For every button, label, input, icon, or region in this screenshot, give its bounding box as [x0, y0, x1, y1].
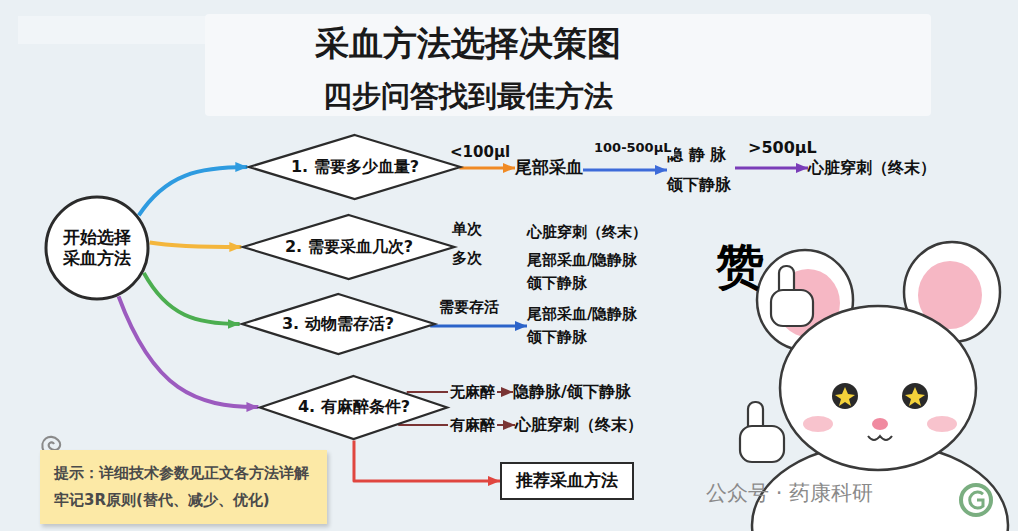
circle-outline: [46, 197, 148, 299]
watermark-logo: [961, 485, 991, 515]
connector: [430, 325, 527, 328]
eye-star: [905, 387, 925, 406]
eye-star: [835, 387, 855, 406]
option-label: 多次: [452, 249, 482, 268]
mouse-mouth: [868, 436, 892, 440]
node-text: 开始选择 采血方法: [61, 227, 133, 270]
connector: [354, 441, 500, 482]
node-text: 4. 有麻醉条件?: [298, 397, 410, 417]
decision-diamond: 2. 需要采血几次?: [241, 213, 456, 281]
method-text: 隐 静 脉 颌下静脉: [667, 140, 735, 200]
diamond-outline: [249, 135, 460, 199]
node-text: 1. 需要多少血量?: [291, 157, 419, 177]
tip-note: 提示：详细技术参数见正文各方法详解 牢记3R原则(替代、减少、优化): [40, 450, 327, 524]
fist: [771, 290, 813, 326]
node-text: 2. 需要采血几次?: [285, 237, 413, 257]
method-text: 尾部采血: [515, 157, 583, 178]
connector: [150, 242, 242, 247]
node-text: 隐 静 脉 颌下静脉: [667, 140, 735, 200]
diamond-outline: [242, 294, 435, 354]
connector: [139, 167, 248, 215]
praise-mark: 赞: [716, 236, 764, 296]
logo-mark: [970, 492, 983, 508]
fist: [740, 426, 784, 462]
edge-label: 有麻醉: [448, 416, 497, 435]
option-label: 心脏穿刺（终末）: [527, 223, 647, 242]
edge-label: <100μl: [448, 143, 512, 162]
edge-label: 100-500μL: [592, 140, 674, 156]
node-text: 提示：详细技术参数见正文各方法详解 牢记3R原则(替代、减少、优化): [54, 460, 313, 514]
node-text: 隐静脉/颌下静脉: [513, 382, 631, 402]
method-text: 心脏穿刺（终末）: [515, 415, 643, 435]
mouse-cheek: [927, 416, 957, 432]
start-circle: 开始选择 采血方法: [44, 195, 150, 301]
subtitle: 四步问答找到最佳方法: [323, 78, 613, 114]
option-label: 尾部采血/隐静脉 颌下静脉: [527, 249, 642, 295]
decision-diamond: 3. 动物需存活?: [240, 292, 437, 356]
decision-diamond: 1. 需要多少血量?: [247, 133, 462, 201]
option-label: 单次: [452, 220, 482, 239]
watermark: 公众号 · 药康科研: [706, 480, 873, 506]
connector: [119, 296, 259, 407]
method-text: 心脏穿刺（终末）: [808, 158, 936, 178]
node-text: 推荐采血方法: [516, 470, 618, 491]
connector: [583, 169, 667, 172]
title: 采血方法选择决策图: [315, 22, 621, 65]
decision-diamond: 4. 有麻醉条件?: [258, 374, 449, 441]
mouse-eye: [902, 383, 928, 409]
diamond-outline: [243, 215, 454, 279]
diamond-outline: [260, 376, 447, 439]
result-box: 推荐采血方法: [500, 462, 634, 499]
faded-panel: [18, 16, 208, 44]
node-text: 心脏穿刺（终末）: [808, 158, 936, 178]
mouse-cheek: [803, 416, 833, 432]
method-text: 隐静脉/颌下静脉: [513, 382, 631, 402]
node-text: 尾部采血: [515, 157, 583, 178]
connector: [144, 273, 240, 324]
node-text: 尾部采血/隐静脉 颌下静脉: [527, 303, 642, 349]
connector: [459, 167, 515, 170]
mouse-nose: [872, 418, 888, 430]
connector: [735, 167, 808, 170]
mouse-eye: [832, 383, 858, 409]
mouse-head: [780, 306, 976, 470]
node-text: 心脏穿刺（终末）: [515, 415, 643, 435]
edge-label: 无麻醉: [448, 383, 497, 402]
title-panel: [205, 14, 931, 116]
node-text: 3. 动物需存活?: [282, 314, 394, 334]
method-text: 尾部采血/隐静脉 颌下静脉: [527, 303, 642, 349]
edge-label: 需要存活: [437, 298, 501, 317]
edge-label: >500μL: [746, 138, 819, 158]
logo-ring: [961, 485, 991, 515]
